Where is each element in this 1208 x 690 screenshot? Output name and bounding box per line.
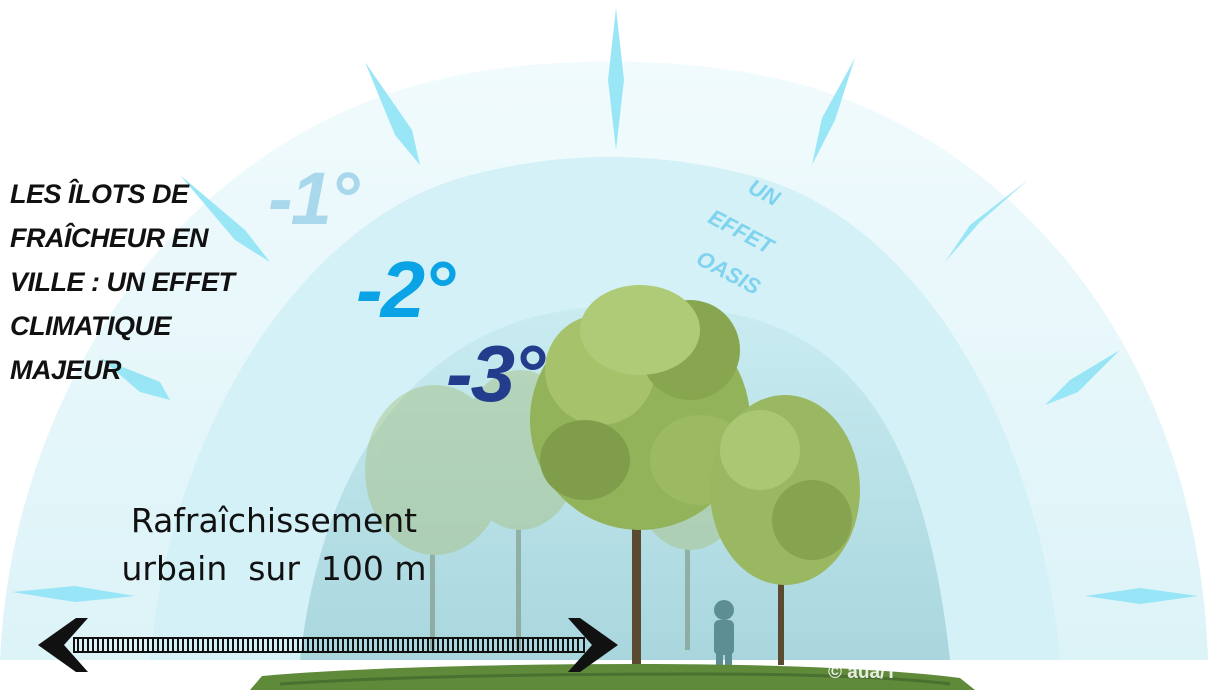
temperature-minus-1: -1° bbox=[268, 157, 359, 240]
title-line: VILLE : UN EFFET bbox=[10, 267, 235, 297]
temperature-minus-3: -3° bbox=[446, 329, 545, 418]
double-arrow-icon bbox=[38, 618, 618, 672]
person-icon bbox=[714, 600, 734, 678]
ground-strip bbox=[250, 664, 975, 690]
title-line: MAJEUR bbox=[10, 355, 122, 385]
page-title: LES ÎLOTS DE FRAÎCHEUR EN VILLE : UN EFF… bbox=[10, 172, 250, 392]
photo-credit: © aua/T bbox=[828, 662, 897, 683]
caption-line: Rafraîchissement bbox=[130, 501, 418, 540]
cooling-caption: Rafraîchissement urbain sur 100 m bbox=[104, 497, 444, 593]
title-line: FRAÎCHEUR EN bbox=[10, 223, 209, 253]
temperature-minus-2: -2° bbox=[356, 245, 455, 334]
title-line: CLIMATIQUE bbox=[10, 311, 171, 341]
tree-icon bbox=[710, 395, 860, 665]
cooling-ray-icon bbox=[12, 8, 1198, 604]
title-line: LES ÎLOTS DE bbox=[10, 179, 189, 209]
caption-line: urbain sur 100 m bbox=[121, 549, 427, 588]
tree-icon bbox=[530, 285, 750, 665]
